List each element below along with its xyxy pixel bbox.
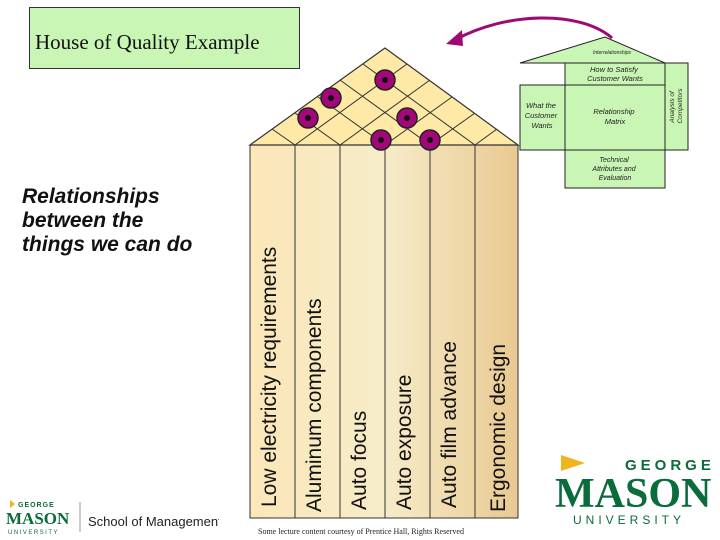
relationship-symbols xyxy=(297,69,441,151)
column-label: Auto focus xyxy=(348,410,371,510)
house-body xyxy=(249,144,519,519)
thumb-how-label: How to Satisfy Customer Wants xyxy=(587,65,643,83)
strong-relationship-symbol xyxy=(396,107,418,129)
strong-relationship-symbol xyxy=(374,69,396,91)
thumb-competitors-label: Analysis of Competitors xyxy=(669,88,684,124)
strong-relationship-symbol xyxy=(370,129,392,151)
george-mason-logo: GEORGE MASON UNIVERSITY xyxy=(555,455,715,527)
relationships-text: Relationships between the things we can … xyxy=(22,185,193,256)
column-label: Auto film advance xyxy=(438,341,461,508)
logo-big-mason: MASON xyxy=(555,471,711,517)
column-label: Ergonomic design xyxy=(487,343,510,512)
logo-big-george: GEORGE xyxy=(625,457,715,474)
slide-title: House of Quality Example xyxy=(35,30,260,54)
column-label: Aluminum components xyxy=(303,298,326,512)
logo-small-mason: MASON xyxy=(6,509,70,528)
logo-big-university: UNIVERSITY xyxy=(573,513,685,527)
footer-note: Some lecture content courtesy of Prentic… xyxy=(258,527,464,536)
strong-relationship-symbol xyxy=(320,87,342,109)
thumb-what-label: What the Customer Wants xyxy=(525,101,560,130)
column-dividers xyxy=(294,145,476,518)
curved-arrow xyxy=(446,16,613,46)
strong-relationship-symbol xyxy=(297,107,319,129)
thumb-roof-label: Interrelationships xyxy=(593,50,632,56)
column-label: Auto exposure xyxy=(393,374,416,510)
house-reference-thumbnail: Interrelationships How to Satisfy Custom… xyxy=(519,36,689,189)
logo-school-name: School of Management xyxy=(88,514,219,529)
slide-title-box: House of Quality Example xyxy=(29,7,300,69)
thumb-matrix-label: Relationship Matrix xyxy=(593,107,636,126)
column-label: Low electricity requirements xyxy=(258,246,281,507)
logo-small-university: UNIVERSITY xyxy=(8,530,59,536)
strong-relationship-symbol xyxy=(419,129,441,151)
thumb-technical-label: Technical Attributes and Evaluation xyxy=(591,157,637,182)
school-of-management-logo: GEORGE MASON UNIVERSITY School of Manage… xyxy=(4,496,219,538)
logo-small-george: GEORGE xyxy=(18,502,55,509)
